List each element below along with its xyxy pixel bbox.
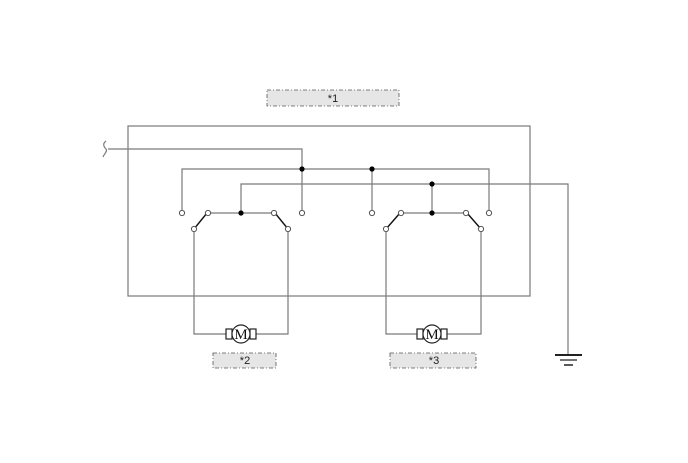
motor-2-leads: [385, 232, 482, 335]
bus-wire-upper: [181, 168, 490, 210]
callout-label-1: *1: [328, 93, 338, 105]
motor-symbol: M: [425, 327, 438, 343]
switch-contact-left: [385, 212, 401, 230]
switch-contact-right: [274, 212, 289, 230]
switch-contact-right: [466, 212, 482, 230]
motor-2-callout: *3: [389, 352, 477, 369]
callout-label-3: *3: [429, 355, 439, 367]
component-1-callout: *1: [266, 89, 400, 107]
wire-break-icon: [102, 140, 108, 158]
motor-icon: [422, 324, 442, 344]
ground-icon: [555, 354, 582, 366]
motor-1-callout: *2: [212, 352, 277, 369]
incoming-wire: [102, 140, 303, 210]
junction-dots: [238, 166, 435, 216]
callout-label-2: *2: [240, 355, 250, 367]
motor-2: M: [416, 324, 448, 344]
motor-icon: [231, 324, 251, 344]
component-1-outline: [127, 125, 531, 297]
motor-1-leads: [193, 232, 289, 335]
motor-1: M: [225, 324, 257, 344]
bus-wire-lower: [240, 183, 569, 354]
callout-box: [266, 89, 400, 107]
switch-contact-left: [193, 212, 208, 230]
motor-symbol: M: [234, 327, 247, 343]
